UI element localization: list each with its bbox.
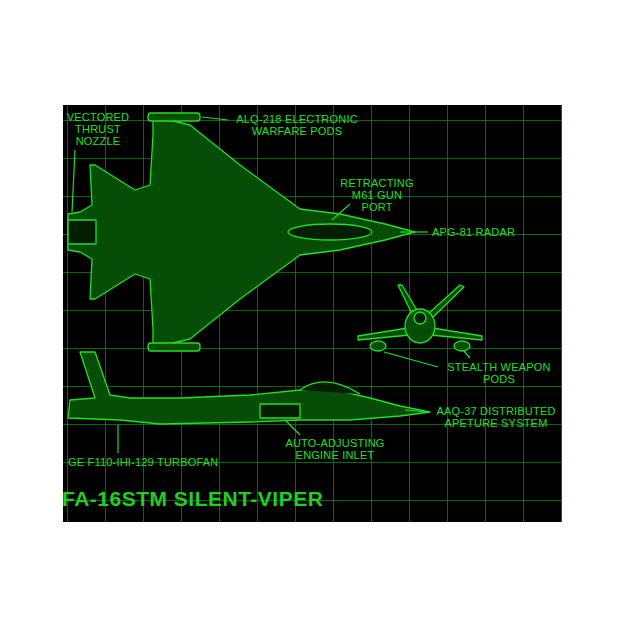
front-canopy (414, 312, 426, 324)
ew-pod (148, 343, 200, 351)
leader-line (202, 117, 228, 120)
grid (63, 105, 562, 522)
callout-label: AAQ-37 DISTRIBUTED APETURE SYSTEM (432, 405, 560, 429)
front-tail (428, 285, 464, 318)
canopy (288, 224, 372, 240)
callout-label: VECTORED THRUST NOZZLE (66, 111, 130, 147)
nozzle (68, 220, 96, 244)
leader-line (405, 410, 428, 412)
top-view (68, 118, 415, 346)
leader-line (285, 420, 300, 435)
callout-label: AUTO-ADJUSTING ENGINE INLET (280, 437, 390, 461)
callout-label: RETRACTING M61 GUN PORT (335, 177, 419, 213)
front-fuselage (405, 309, 435, 343)
diagram-title: FA-16STM SILENT-VIPER (62, 487, 323, 511)
side-canopy (300, 382, 360, 394)
callout-label: GE F110-IHI-129 TURBOFAN (68, 456, 219, 468)
weapon-pod (454, 341, 470, 351)
leader-line (332, 204, 350, 220)
leader-line (72, 150, 75, 212)
leader-line (117, 425, 118, 453)
panel-background (63, 105, 562, 522)
leader-line (384, 352, 438, 367)
leader-line (464, 351, 470, 358)
side-inlet (260, 404, 300, 418)
callout-label: ALQ-218 ELECTRONIC WARFARE PODS (232, 113, 362, 137)
weapon-pod (370, 341, 386, 351)
callout-label: STEALTH WEAPON PODS (440, 361, 558, 385)
leader-line (400, 231, 428, 232)
side-view (68, 352, 430, 424)
callout-label: APG-81 RADAR (432, 226, 515, 238)
ew-pod (148, 113, 200, 121)
